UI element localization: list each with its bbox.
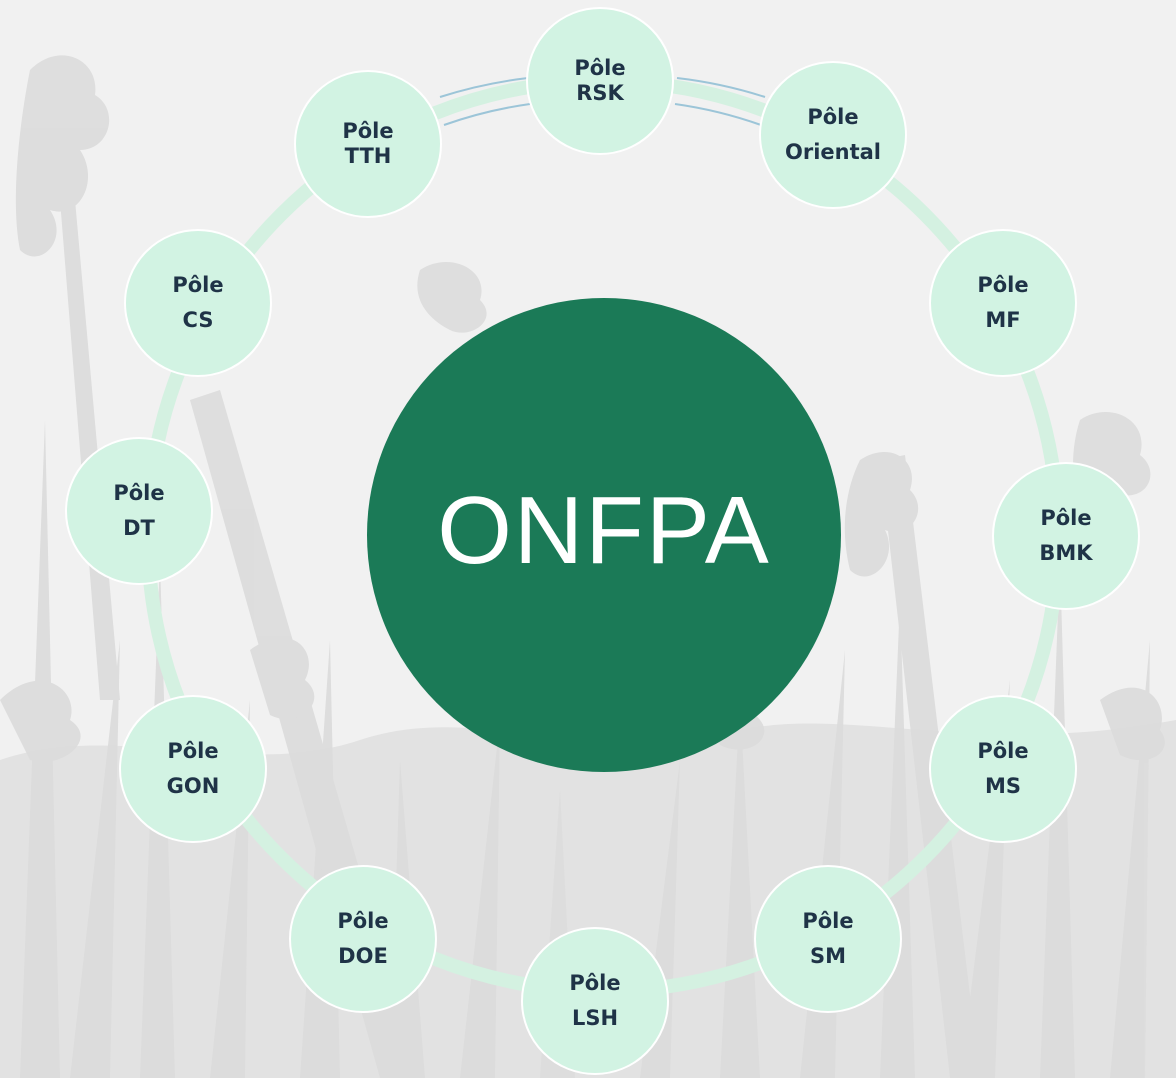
pole-code: LSH [571, 1006, 619, 1030]
pole-node-oriental[interactable]: Pôle Oriental [759, 61, 907, 209]
pole-title: Pôle [113, 481, 165, 505]
ring-highlight-top-left-inner [443, 103, 531, 126]
pole-node-cs[interactable]: Pôle CS [124, 229, 272, 377]
pole-title: Pôle [569, 971, 621, 995]
pole-code: BMK [1039, 541, 1093, 565]
pole-title: Pôle [172, 273, 224, 297]
pole-code: GON [166, 774, 220, 798]
pole-title: Pôle [337, 909, 389, 933]
pole-node-tth[interactable]: Pôle TTH [294, 70, 442, 218]
pole-node-ms[interactable]: Pôle MS [929, 695, 1077, 843]
pole-code: DT [123, 516, 155, 540]
pole-title: Pôle [802, 909, 854, 933]
pole-node-doe[interactable]: Pôle DOE [289, 865, 437, 1013]
pole-code: SM [809, 944, 847, 968]
pole-code: DOE [338, 944, 388, 968]
pole-title: Pôle [1040, 506, 1092, 530]
pole-code: TTH [344, 144, 392, 168]
pole-node-lsh[interactable]: Pôle LSH [521, 927, 669, 1075]
pole-node-bmk[interactable]: Pôle BMK [992, 462, 1140, 610]
center-node-onfpa: ONFPA [367, 298, 841, 772]
pole-node-sm[interactable]: Pôle SM [754, 865, 902, 1013]
pole-node-mf[interactable]: Pôle MF [929, 229, 1077, 377]
pole-code: Oriental [784, 140, 881, 164]
pole-code: RSK [576, 81, 624, 105]
ring-highlight-top-left [439, 77, 529, 98]
ring-highlight-top-right-inner [674, 103, 762, 126]
pole-title: Pôle [977, 739, 1029, 763]
pole-node-dt[interactable]: Pôle DT [65, 437, 213, 585]
pole-code: MF [985, 308, 1021, 332]
pole-title: Pôle [977, 273, 1029, 297]
ring-highlight-top-right [676, 77, 766, 98]
pole-title: Pôle [574, 56, 626, 80]
pole-node-rsk[interactable]: Pôle RSK [526, 7, 674, 155]
pole-title: Pôle [807, 105, 859, 129]
pole-code: CS [182, 308, 214, 332]
pole-title: Pôle [167, 739, 219, 763]
pole-title: Pôle [342, 119, 394, 143]
pole-node-gon[interactable]: Pôle GON [119, 695, 267, 843]
center-label: ONFPA [437, 477, 771, 584]
pole-code: MS [984, 774, 1022, 798]
